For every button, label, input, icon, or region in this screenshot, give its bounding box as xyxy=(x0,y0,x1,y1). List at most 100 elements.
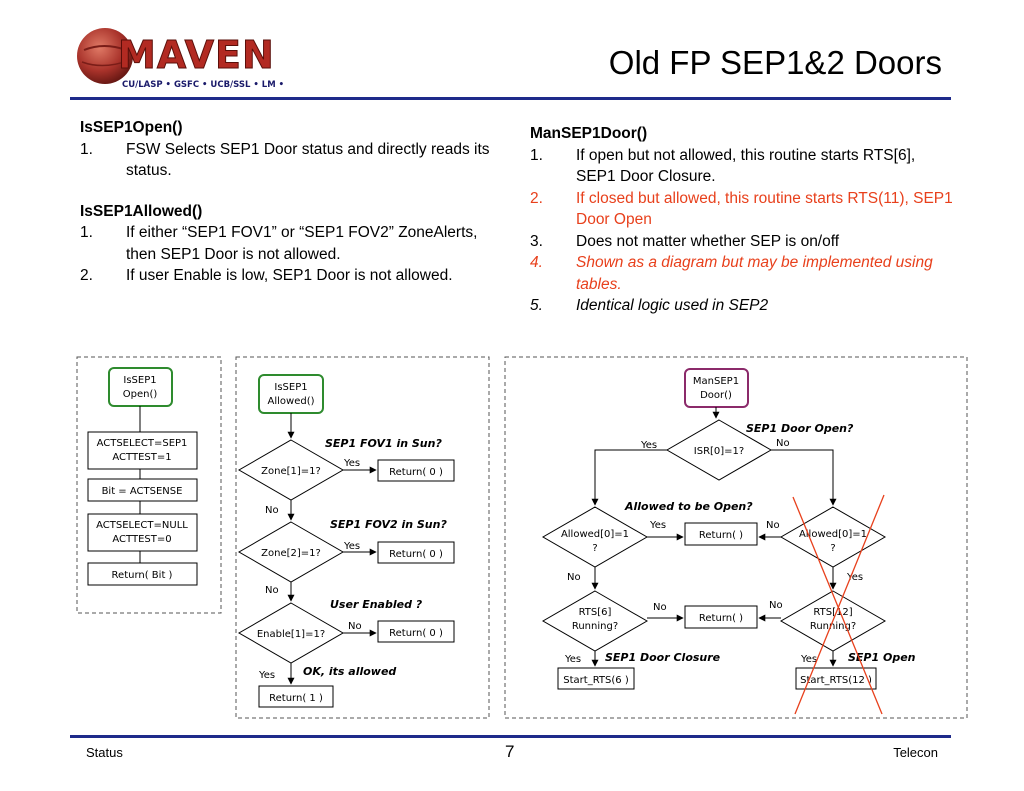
cross-out-line xyxy=(792,496,883,715)
footer-left: Status xyxy=(86,745,123,760)
return-box xyxy=(377,620,455,643)
return-box xyxy=(377,459,455,482)
annotation: SEP1 Door Closure xyxy=(605,651,721,664)
return-label: Return( 0 ) xyxy=(389,467,443,478)
item-number: 1. xyxy=(530,146,543,164)
item-number: 5. xyxy=(530,297,543,314)
process-box xyxy=(87,431,198,470)
diagram-is-sep1-open: IsSEP1 Open() ACTSELECT=SEP1 ACTTEST=1 B… xyxy=(76,356,222,614)
dashed-frame xyxy=(235,356,490,719)
no-label: No xyxy=(766,520,780,531)
footer-right: Telecon xyxy=(893,745,938,760)
item-text: Does not matter whether SEP is on/off xyxy=(576,232,840,250)
return-label: Return( 0 ) xyxy=(389,549,443,560)
cross-out-line xyxy=(794,494,885,715)
start-terminal xyxy=(684,368,749,408)
dashed-frame xyxy=(504,356,968,719)
item-text: Shown as a diagram but may be implemente… xyxy=(576,254,933,293)
list-item: 5. Identical logic used in SEP2 xyxy=(530,295,955,317)
svg-text:MAVEN: MAVEN xyxy=(118,33,275,77)
diagram-is-sep1-allowed: IsSEP1 Allowed() Zone[1]=1? SEP1 FOV1 in… xyxy=(235,356,490,719)
annotation: User Enabled ? xyxy=(330,598,423,611)
item-text: If user Enable is low, SEP1 Door is not … xyxy=(126,267,453,284)
list-item: 4. Shown as a diagram but may be impleme… xyxy=(530,252,955,295)
return-box xyxy=(684,605,758,629)
yes-label: Yes xyxy=(258,670,275,681)
yes-label: Yes xyxy=(640,440,657,451)
start-label-1: ManSEP1 xyxy=(693,376,739,387)
left-text-column: IsSEP1Open() 1. FSW Selects SEP1 Door st… xyxy=(80,117,490,287)
list-item: 1. If either “SEP1 FOV1” or “SEP1 FOV2” … xyxy=(80,222,490,265)
maven-logo: MAVEN CU/LASP • GSFC • UCB/SSL • LM • JP… xyxy=(74,20,302,96)
return-label: Return( ) xyxy=(699,530,743,541)
start-terminal xyxy=(108,367,173,407)
yes-label: Yes xyxy=(343,458,360,469)
section-heading: IsSEP1Allowed() xyxy=(80,202,203,220)
yes-label: Yes xyxy=(846,572,863,583)
item-number: 3. xyxy=(530,232,543,250)
return-box xyxy=(684,522,758,546)
no-label: No xyxy=(776,438,790,449)
svg-text:CU/LASP • GSFC • UCB/SSL • LM: CU/LASP • GSFC • UCB/SSL • LM • JPL xyxy=(122,80,284,90)
annotation: SEP1 FOV2 in Sun? xyxy=(330,518,447,531)
start-terminal xyxy=(258,374,324,414)
no-label: No xyxy=(265,585,279,596)
list-item: 1. If open but not allowed, this routine… xyxy=(530,145,955,188)
return-label: Return( 0 ) xyxy=(389,628,443,639)
decision-label: RTS[6] xyxy=(579,607,612,618)
no-label: No xyxy=(769,600,783,611)
no-label: No xyxy=(653,602,667,613)
start-label-2: Allowed() xyxy=(268,396,315,407)
process-label: Start_RTS(12 ) xyxy=(800,675,872,686)
list-item: 3. Does not matter whether SEP is on/off xyxy=(530,231,955,253)
decision-diamond xyxy=(665,419,773,481)
list-item: 2. If user Enable is low, SEP1 Door is n… xyxy=(80,265,490,287)
list-item: 1. FSW Selects SEP1 Door status and dire… xyxy=(80,139,490,182)
decision-label: Enable[1]=1? xyxy=(257,629,325,640)
decision-label: ISR[0]=1? xyxy=(694,446,744,457)
process-label: Bit = ACTSENSE xyxy=(102,486,183,497)
flow-arrow xyxy=(771,449,837,506)
return-box xyxy=(258,685,334,708)
decision-label: Zone[1]=1? xyxy=(261,466,321,477)
page-number: 7 xyxy=(505,742,515,761)
return-label: Return( ) xyxy=(699,613,743,624)
list-item: 2. If closed but allowed, this routine s… xyxy=(530,188,955,231)
decision-label: ? xyxy=(592,543,597,554)
item-text: Identical logic used in SEP2 xyxy=(576,297,769,314)
annotation: OK, its allowed xyxy=(303,665,396,678)
return-box xyxy=(377,541,455,564)
return-label: Return( Bit ) xyxy=(112,570,173,581)
section-heading: IsSEP1Open() xyxy=(80,119,183,136)
decision-label: Zone[2]=1? xyxy=(261,548,321,559)
process-label: ACTTEST=0 xyxy=(112,534,171,545)
return-label: Return( 1 ) xyxy=(269,693,323,704)
no-label: No xyxy=(348,621,362,632)
process-box xyxy=(87,478,198,502)
item-number: 1. xyxy=(80,224,93,241)
start-label-2: Door() xyxy=(700,390,732,401)
footer-rule xyxy=(70,735,951,738)
dashed-frame xyxy=(76,356,222,614)
annotation: SEP1 FOV1 in Sun? xyxy=(325,437,442,450)
flow-arrow xyxy=(591,449,667,506)
start-label-2: Open() xyxy=(123,389,158,400)
decision-label: Running? xyxy=(810,621,856,632)
item-number: 1. xyxy=(80,140,93,158)
process-label: ACTSELECT=NULL xyxy=(96,520,188,531)
process-label: ACTSELECT=SEP1 xyxy=(97,438,188,449)
right-text-column: ManSEP1Door() 1. If open but not allowed… xyxy=(530,123,955,317)
item-text: If closed but allowed, this routine star… xyxy=(576,189,953,229)
start-label-1: IsSEP1 xyxy=(123,375,156,386)
maven-logo-graphic: MAVEN CU/LASP • GSFC • UCB/SSL • LM • JP… xyxy=(77,28,302,90)
start-label-1: IsSEP1 xyxy=(274,382,307,393)
process-box xyxy=(557,667,635,690)
no-label: No xyxy=(567,572,581,583)
item-number: 4. xyxy=(530,254,543,271)
item-text: If open but not allowed, this routine st… xyxy=(576,146,916,186)
annotation: SEP1 Door Open? xyxy=(746,422,854,435)
slide-title: Old FP SEP1&2 Doors xyxy=(608,44,942,81)
return-box xyxy=(87,562,198,586)
